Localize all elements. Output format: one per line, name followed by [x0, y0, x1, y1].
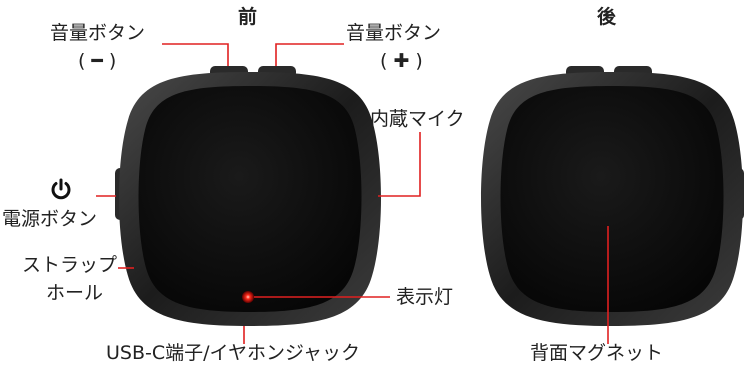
volume-up-symbol: ( ✚ ): [380, 50, 423, 72]
front-view-title: 前: [238, 6, 258, 28]
leader-volume-up: [275, 43, 344, 66]
volume-down-symbol: ( ━ ): [78, 50, 117, 72]
back-face: [500, 86, 724, 312]
leader-lines: [96, 43, 609, 344]
leader-mic: [378, 132, 421, 197]
power-label: 電源ボタン: [2, 208, 98, 230]
volume-up-label: 音量ボタン: [346, 22, 442, 44]
front-device: [115, 66, 381, 326]
led-label: 表示灯: [396, 286, 454, 308]
back-view-title: 後: [597, 6, 617, 28]
magnet-label: 背面マグネット: [530, 342, 664, 364]
strap-label-line2: ホール: [46, 282, 104, 304]
led-indicator: [242, 291, 254, 303]
strap-label-line1: ストラップ: [22, 254, 118, 276]
front-face: [138, 86, 362, 312]
volume-down-label: 音量ボタン: [50, 22, 146, 44]
usbc-label: USB-C端子/イヤホンジャック: [106, 342, 361, 364]
mic-label: 内蔵マイク: [370, 108, 465, 130]
leader-volume-down: [162, 43, 229, 66]
power-icon: [51, 178, 71, 200]
back-device: [481, 66, 744, 326]
